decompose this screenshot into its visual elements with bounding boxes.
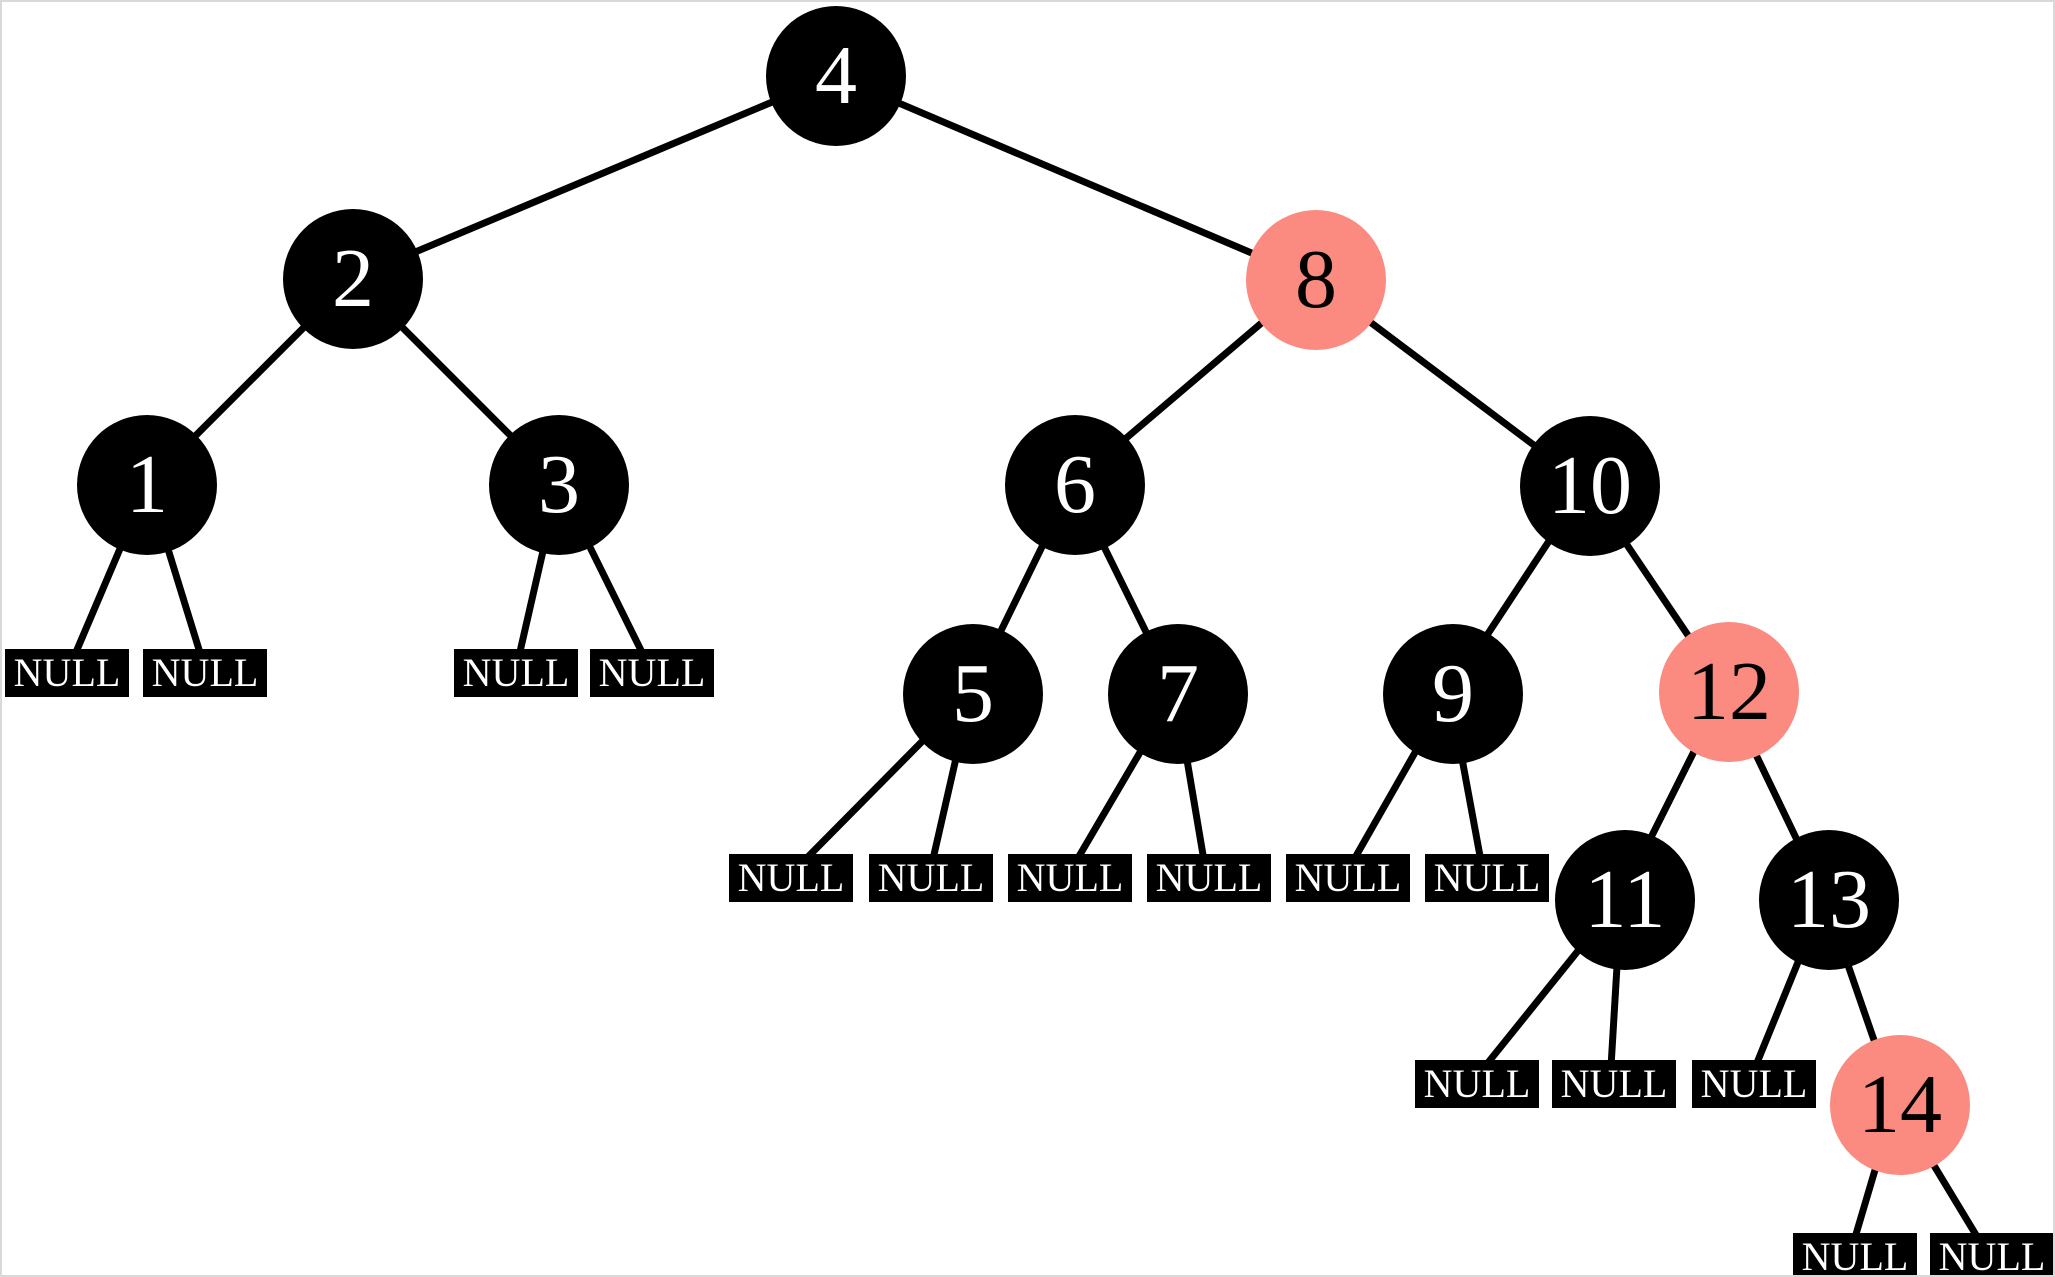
tree-node-4: 4: [766, 6, 906, 146]
tree-node-12: 12: [1659, 622, 1799, 762]
tree-edge: [833, 72, 1315, 283]
null-leaf-null-9R: NULL: [1425, 854, 1549, 902]
tree-node-3: 3: [489, 415, 629, 555]
tree-node-6: 6: [1005, 415, 1145, 555]
tree-node-11: 11: [1555, 830, 1695, 970]
tree-node-9: 9: [1383, 624, 1523, 764]
null-leaf-null-1R: NULL: [143, 649, 267, 697]
tree-node-7: 7: [1108, 624, 1248, 764]
tree-node-2: 2: [283, 209, 423, 349]
null-leaf-null-14R: NULL: [1930, 1233, 2053, 1275]
null-leaf-null-3L: NULL: [454, 649, 578, 697]
tree-edge: [351, 72, 836, 282]
null-leaf-null-3R: NULL: [590, 649, 714, 697]
tree-node-13: 13: [1759, 830, 1899, 970]
null-leaf-null-1L: NULL: [5, 649, 129, 697]
tree-node-10: 10: [1520, 416, 1660, 556]
tree-node-1: 1: [77, 415, 217, 555]
null-leaf-null-5L: NULL: [729, 854, 853, 902]
tree-node-8: 8: [1246, 210, 1386, 350]
null-leaf-null-5R: NULL: [869, 854, 993, 902]
null-leaf-null-11L: NULL: [1415, 1060, 1539, 1108]
tree-node-5: 5: [903, 624, 1043, 764]
null-leaf-null-11R: NULL: [1552, 1060, 1676, 1108]
null-leaf-null-14L: NULL: [1793, 1233, 1917, 1275]
null-leaf-null-13L: NULL: [1692, 1060, 1816, 1108]
null-leaf-null-7R: NULL: [1147, 854, 1271, 902]
null-leaf-null-9L: NULL: [1286, 854, 1410, 902]
null-leaf-null-7L: NULL: [1008, 854, 1132, 902]
tree-node-14: 14: [1830, 1035, 1970, 1175]
